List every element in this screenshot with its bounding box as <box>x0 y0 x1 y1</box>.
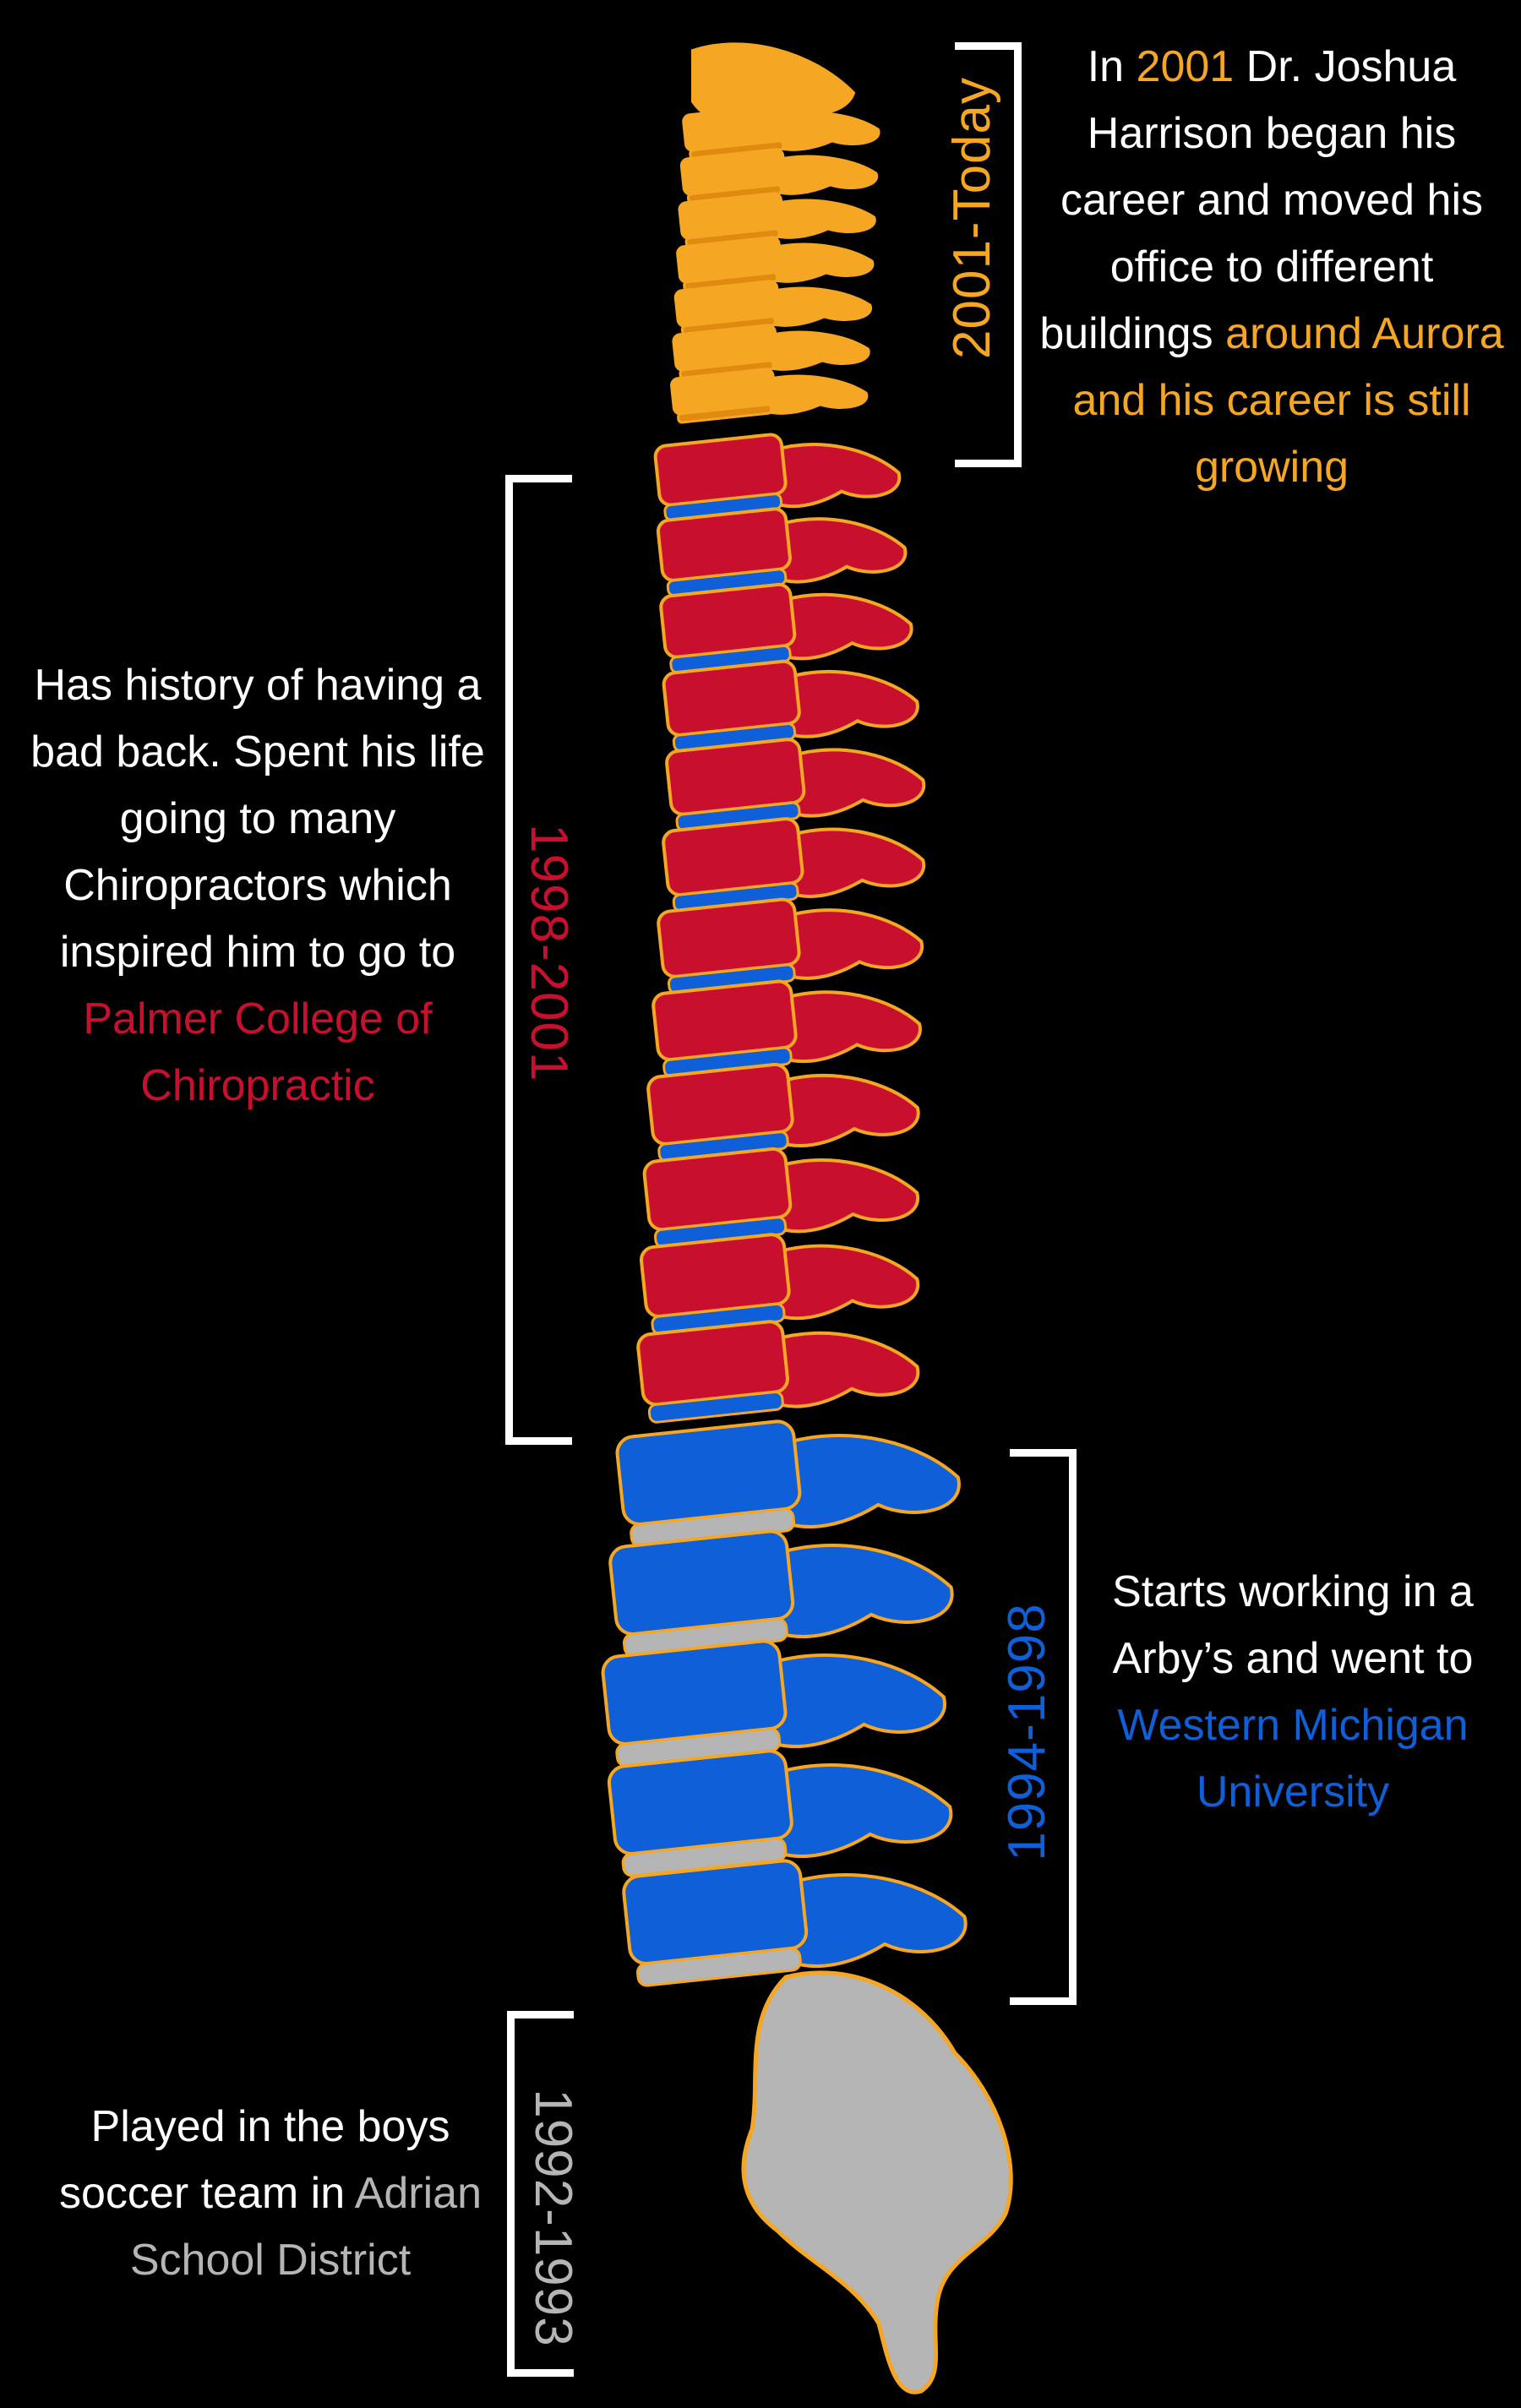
period-1992-1993: 1992-1993 <box>524 2089 582 2347</box>
bracket-1992-1993 <box>507 2011 574 2377</box>
thoracic-6-process <box>786 827 926 898</box>
lumbar-vertebrae <box>601 1419 968 1987</box>
lumbar-3-process <box>764 1653 946 1748</box>
text-1994-highlight: Western Michigan University <box>1117 1701 1469 1817</box>
thoracic-5-process <box>788 748 926 818</box>
sacrum-coccyx <box>741 1970 1013 2394</box>
period-1994-1998: 1994-1998 <box>998 1603 1056 1861</box>
description-1992-1993: Played in the boys soccer team in Adrian… <box>34 2094 507 2294</box>
text-2001-highlight: around Aurora and his career is still gr… <box>1072 309 1504 492</box>
bracket-1998-2001 <box>505 475 572 1445</box>
description-2001-today: In 2001 Dr. Joshua Harrison began his ca… <box>1039 34 1504 501</box>
text-1998-highlight: Palmer College of Chiropractic <box>83 994 433 1110</box>
sacrum-shape <box>741 1970 1013 2394</box>
text-1998-a: Has history of having a bad back. Spent … <box>30 661 485 977</box>
period-2001-today: 2001-Today <box>943 76 1001 359</box>
thoracic-12-process <box>770 1331 920 1408</box>
thoracic-8-process <box>779 990 922 1064</box>
text-2001-year: 2001 <box>1136 42 1235 91</box>
thoracic-vertebrae <box>636 433 926 1424</box>
lumbar-5-process <box>785 1873 968 1968</box>
description-1998-2001: Has history of having a bad back. Spent … <box>25 652 490 1120</box>
cervical-7-disc <box>677 403 773 424</box>
text-1992-highlight: Adrian <box>354 2169 482 2218</box>
cervical-5-process <box>766 286 872 327</box>
lumbar-2-process <box>771 1544 954 1638</box>
thoracic-12-disc <box>647 1391 784 1424</box>
period-1998-2001: 1998-2001 <box>520 824 578 1082</box>
lumbar-5-disc <box>636 1947 802 1987</box>
thoracic-7-process <box>782 908 924 980</box>
thoracic-3-process <box>778 592 913 661</box>
thoracic-11-process <box>771 1244 920 1321</box>
text-1992-b: School District <box>129 2236 412 2285</box>
cervical-vertebrae <box>670 42 880 424</box>
cervical-3-process <box>771 199 876 239</box>
text-1994-a: Starts working in a Arby’s and went to <box>1112 1567 1474 1683</box>
thoracic-10-process <box>773 1158 920 1234</box>
text-1992-a: Played in the boys soccer team in <box>58 2102 450 2218</box>
text-2001-b: Dr. Joshua Harrison began his career and… <box>1039 42 1484 358</box>
lumbar-1-process <box>778 1434 961 1528</box>
thoracic-2-process <box>774 517 908 584</box>
lumbar-4-process <box>771 1763 953 1858</box>
thoracic-1-process <box>770 443 902 509</box>
cervical-7-process <box>762 374 869 415</box>
cervical-2-process <box>772 155 878 195</box>
description-1994-1998: Starts working in a Arby’s and went to W… <box>1090 1559 1496 1826</box>
thoracic-9-process <box>775 1073 920 1147</box>
thoracic-4-process <box>783 669 919 738</box>
bracket-1994-1998 <box>1010 1449 1077 2005</box>
bracket-2001-today <box>955 42 1022 467</box>
cervical-4-process <box>768 242 875 283</box>
text-2001-a: In <box>1087 42 1137 91</box>
cervical-1-process <box>774 111 880 151</box>
cervical-6-process <box>765 330 870 371</box>
